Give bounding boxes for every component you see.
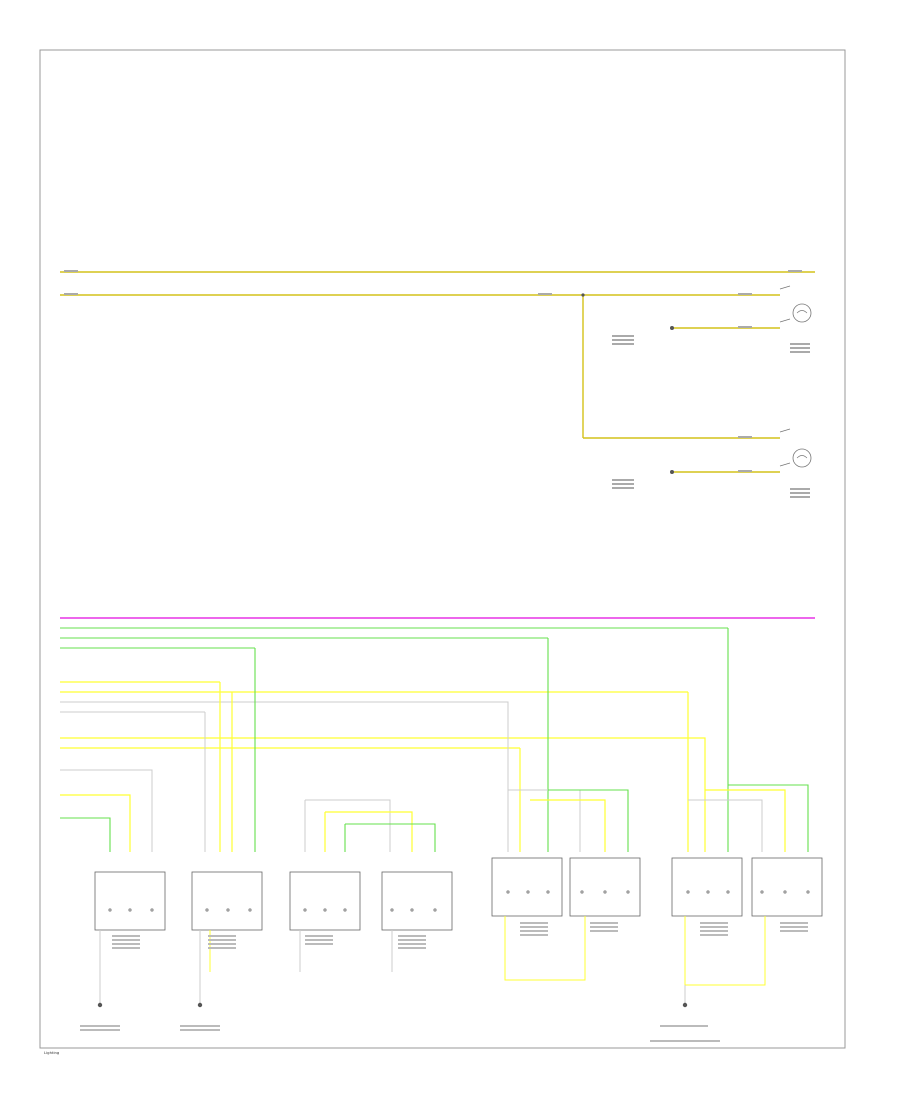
switch-blocks: [94, 857, 823, 931]
lower-bus-wires: [60, 617, 815, 852]
lamp-upper[interactable]: [792, 303, 812, 323]
green-feed-left[interactable]: [60, 817, 111, 852]
page-code: Lighting: [44, 1050, 60, 1055]
switch-block-icon[interactable]: [569, 857, 641, 917]
switch-contacts: [108, 890, 810, 912]
top-power-wires: [60, 271, 815, 474]
cross-white-2[interactable]: [508, 789, 581, 852]
cross-green-2[interactable]: [548, 789, 629, 852]
diagram-frame: [39, 49, 846, 1049]
splice-dot: [581, 293, 585, 297]
white-feed-left[interactable]: [60, 769, 153, 852]
switch-block-icon[interactable]: [381, 871, 453, 931]
ground-wire-5[interactable]: [504, 916, 586, 981]
cross-yellow-1[interactable]: [325, 811, 413, 852]
drop-yellow-k[interactable]: [668, 737, 706, 852]
lamp-circle-icon: [792, 448, 812, 468]
wire-label-marks: [64, 270, 810, 498]
yellow-feed-left[interactable]: [60, 794, 131, 852]
lamp-lower[interactable]: [792, 448, 812, 468]
component-label-marks: [80, 922, 808, 1042]
bus-drops: [204, 628, 729, 852]
cross-white-3[interactable]: [688, 799, 763, 852]
connector-tick: [779, 318, 791, 467]
ground-dot-icon: [197, 1002, 203, 1008]
connector-tick: [779, 285, 791, 433]
ground-dot-icon: [97, 1002, 103, 1008]
switch-block-icon[interactable]: [751, 857, 823, 917]
switch-block-icon[interactable]: [671, 857, 743, 917]
switch-block-icon[interactable]: [94, 871, 166, 931]
cross-white-1[interactable]: [305, 799, 391, 852]
cross-yellow-2[interactable]: [530, 799, 606, 852]
ground-dot-icon: [682, 1002, 688, 1008]
ground-dot-icon: [670, 470, 674, 474]
switch-block-icon[interactable]: [191, 871, 263, 931]
drop-white-g[interactable]: [485, 701, 509, 852]
lamp-circle-icon: [792, 303, 812, 323]
cross-yellow-3[interactable]: [705, 789, 786, 852]
lamp-filament: [796, 455, 808, 459]
crossover-wires: [304, 784, 809, 852]
cross-green-3[interactable]: [728, 784, 809, 852]
cross-green-1[interactable]: [345, 823, 436, 852]
ground-dot-icon: [670, 326, 674, 330]
switch-block-icon[interactable]: [289, 871, 361, 931]
lamp-filament: [796, 310, 808, 314]
switch-block-icon[interactable]: [491, 857, 563, 917]
ground-wire-6[interactable]: [684, 916, 766, 986]
